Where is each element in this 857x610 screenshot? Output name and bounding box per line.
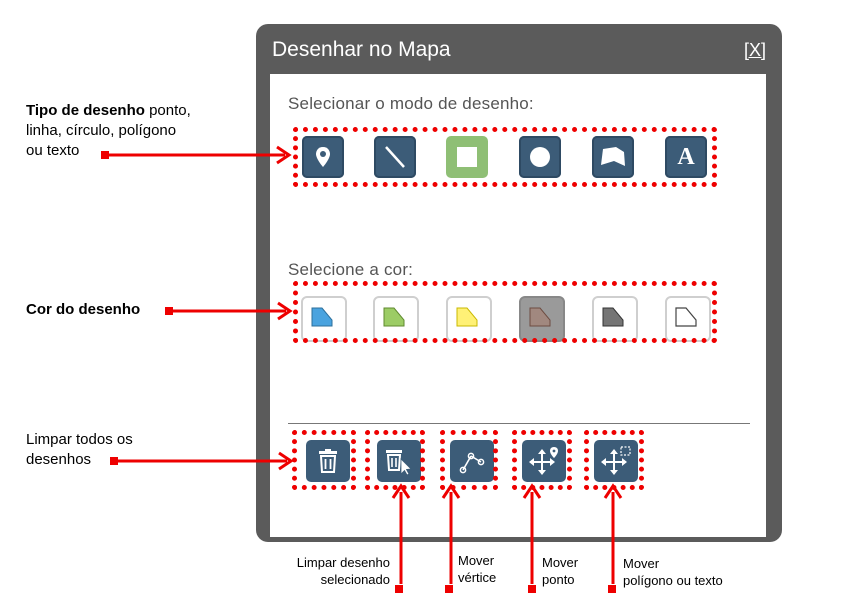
annotation-marker	[445, 585, 453, 593]
annotation-draw-type-line3: ou texto	[26, 142, 80, 159]
white-swatch-icon	[675, 307, 697, 327]
color-blue-button[interactable]	[301, 296, 347, 342]
arrow-move-vertex	[441, 483, 461, 584]
annotation-marker	[165, 307, 173, 315]
trash-cursor-icon	[386, 450, 412, 475]
arrow-clear-selected	[391, 483, 411, 584]
mode-highlight-box	[293, 127, 717, 187]
move-polygon-highlight-box	[584, 430, 644, 490]
annotation-color: Cor do desenho	[26, 301, 141, 318]
yellow-swatch-icon	[456, 307, 478, 327]
clear-all-button[interactable]	[306, 440, 350, 482]
green-swatch-icon	[383, 307, 405, 327]
color-highlight-box	[293, 281, 717, 343]
move-vertex-highlight-box	[440, 430, 498, 490]
annotation-move-polygon-line2: polígono ou texto	[623, 573, 723, 588]
trash-icon	[319, 449, 337, 473]
line-icon	[385, 146, 405, 168]
clear-all-highlight-box	[292, 430, 356, 490]
close-button[interactable]: [X]	[743, 40, 766, 60]
square-icon	[457, 147, 477, 167]
clear-selected-highlight-box	[365, 430, 425, 490]
annotation-clear-all-line2: desenhos	[26, 451, 92, 468]
annotation-clear-all-line1: Limpar todos os	[26, 431, 133, 448]
dialog-title: Desenhar no Mapa	[272, 38, 451, 61]
gray-swatch-icon	[602, 307, 624, 327]
move-point-button[interactable]	[522, 440, 566, 482]
circle-icon	[530, 147, 550, 167]
mode-circle-button[interactable]	[519, 136, 561, 178]
move-polygon-icon	[601, 446, 631, 475]
annotation-draw-type-rest: ponto,	[144, 102, 191, 119]
annotation-clear-selected-line2: selecionado	[320, 572, 390, 587]
mode-point-button[interactable]	[302, 136, 344, 178]
clear-selected-button[interactable]	[377, 440, 421, 482]
color-label: Selecione a cor:	[288, 260, 414, 279]
annotation-marker	[528, 585, 536, 593]
annotation-draw-type-line2: linha, círculo, polígono	[26, 122, 177, 139]
annotation-clear-selected-line1: Limpar desenho	[296, 555, 390, 570]
color-white-button[interactable]	[665, 296, 711, 342]
blue-swatch-icon	[311, 307, 333, 327]
annotation-clear-all: Limpar todos os desenhos	[26, 430, 133, 470]
annotation-move-vertex-line2: vértice	[458, 570, 497, 585]
annotation-move-polygon-line1: Mover	[623, 556, 660, 571]
map-marker-icon	[316, 147, 330, 167]
arrow-clear-all	[115, 451, 294, 471]
annotation-move-vertex-line1: Mover	[458, 553, 495, 568]
move-vertex-button[interactable]	[450, 440, 494, 482]
arrow-draw-type	[105, 145, 292, 165]
polygon-icon	[601, 147, 625, 166]
annotation-move-point: Mover ponto	[542, 554, 578, 588]
arrow-color	[170, 301, 293, 321]
annotation-marker	[608, 585, 616, 593]
annotation-move-point-line1: Mover	[542, 555, 579, 570]
arrow-move-point	[522, 483, 542, 584]
brown-swatch-icon	[529, 307, 551, 327]
annotation-move-polygon: Mover polígono ou texto	[623, 555, 723, 589]
move-polygon-button[interactable]	[594, 440, 638, 482]
annotation-marker	[395, 585, 403, 593]
move-point-highlight-box	[512, 430, 572, 490]
annotation-draw-type: Tipo de desenho ponto, linha, círculo, p…	[26, 101, 226, 161]
annotation-move-vertex: Mover vértice	[458, 552, 496, 586]
mode-polygon-button[interactable]	[592, 136, 634, 178]
annotation-clear-selected: Limpar desenho selecionado	[284, 554, 390, 588]
mode-rectangle-button[interactable]	[446, 136, 488, 178]
mode-label: Selecionar o modo de desenho:	[288, 94, 534, 113]
move-point-icon	[529, 447, 558, 475]
annotation-draw-type-bold: Tipo de desenho	[26, 102, 145, 119]
divider	[288, 423, 750, 424]
annotation-move-point-line2: ponto	[542, 572, 575, 587]
arrow-move-polygon	[603, 483, 623, 584]
color-yellow-button[interactable]	[446, 296, 492, 342]
mode-line-button[interactable]	[374, 136, 416, 178]
mode-text-button[interactable]: A	[665, 136, 707, 178]
annotation-marker	[110, 457, 118, 465]
dialog-body: Selecionar o modo de desenho:	[270, 74, 766, 537]
vertex-icon	[459, 452, 485, 474]
text-icon: A	[677, 143, 695, 170]
